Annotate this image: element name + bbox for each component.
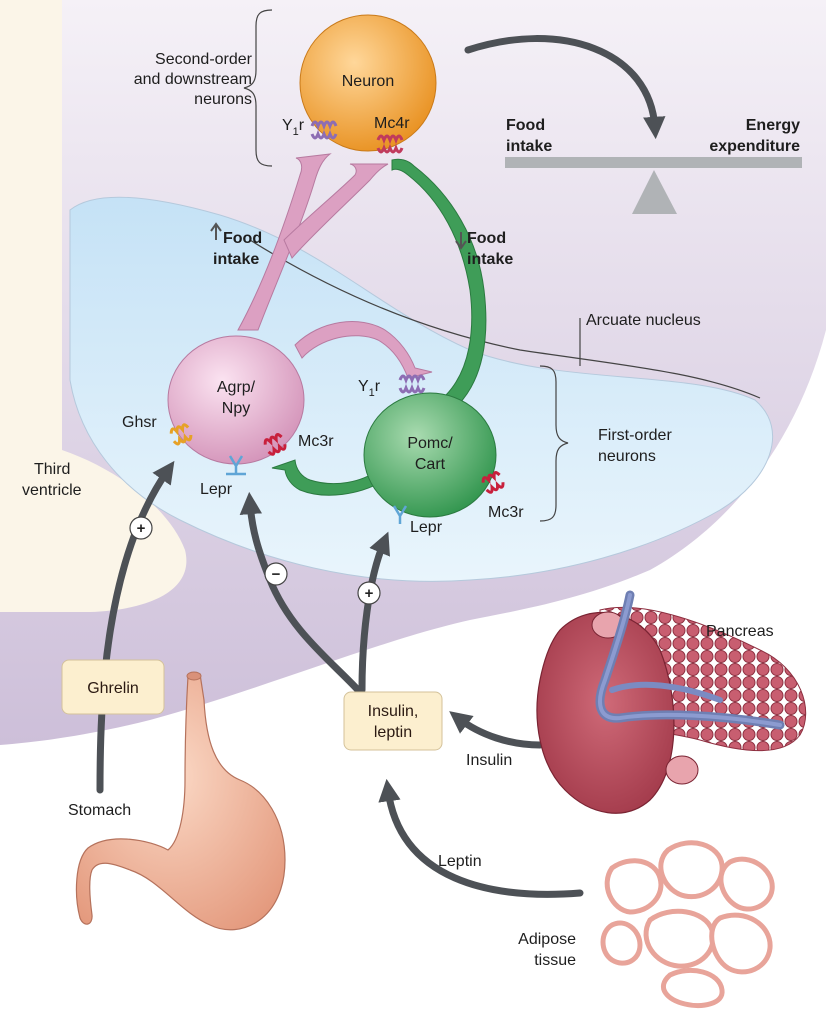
sign-plus-lepr: + — [365, 585, 374, 602]
arrow-neuron-to-balance — [464, 35, 666, 140]
food-intake-down-line2: intake — [467, 251, 513, 268]
mc3r-agrp-label: Mc3r — [298, 433, 334, 450]
pomc-axon — [391, 158, 487, 406]
lepr-pomc-label: Lepr — [410, 519, 443, 536]
stomach-label: Stomach — [68, 802, 131, 819]
adipose-label-line2: tissue — [534, 952, 576, 969]
ghsr-label: Ghsr — [122, 414, 157, 431]
balance-energy-expenditure-line2: expenditure — [709, 138, 800, 155]
second-order-label-line1: Second-order — [155, 51, 253, 68]
food-intake-up-line2: intake — [213, 251, 259, 268]
balance-food-intake-line1: Food — [506, 117, 545, 134]
receptor-ghsr-icon — [169, 423, 193, 446]
arrow-to-lepr-agrp — [239, 491, 362, 694]
balance-energy-expenditure-line1: Energy — [746, 117, 800, 134]
food-intake-down-arrow-icon — [455, 232, 467, 250]
agrp-label-line1: Agrp/ — [217, 379, 256, 396]
lepr-agrp-label: Lepr — [200, 481, 233, 498]
brace-first-order — [539, 365, 569, 522]
first-order-label-line1: First-order — [598, 427, 672, 444]
sign-plus-lepr-circle — [357, 581, 381, 605]
agrp-axon-branch — [283, 163, 389, 259]
arrow-insulin — [449, 711, 544, 749]
third-ventricle-label-line2: ventricle — [22, 482, 82, 499]
neuron-top-label: Neuron — [342, 73, 394, 90]
arrow-to-lepr-pomc — [358, 531, 390, 694]
agrp-label-line2: Npy — [222, 400, 250, 417]
second-order-label-line2: and downstream — [134, 71, 252, 88]
second-order-label-line3: neurons — [194, 91, 252, 108]
pancreas-label: Pancreas — [706, 623, 774, 640]
insulin-leptin-box — [343, 691, 443, 751]
leptin-label: Leptin — [438, 853, 482, 870]
arcuate-label: Arcuate nucleus — [586, 312, 701, 329]
agrp-axon — [237, 153, 332, 331]
food-intake-up-line1: Food — [223, 230, 262, 247]
receptor-lepr-pomc-icon — [392, 505, 408, 524]
food-intake-up-arrow-icon — [210, 222, 222, 240]
pomc-label-line2: Cart — [415, 456, 446, 473]
receptor-mc4r-icon — [376, 134, 404, 154]
y1r-top-label: Y1r — [282, 117, 305, 138]
insulin-leptin-label-line1: Insulin, — [368, 703, 419, 720]
neuron-pomc-cart — [363, 392, 497, 518]
food-intake-down-line1: Food — [467, 230, 506, 247]
receptor-y1r-top-icon — [310, 120, 338, 140]
sign-minus-lepr: − — [272, 566, 281, 583]
third-ventricle-label-line1: Third — [34, 461, 70, 478]
adipose-tissue-icon — [600, 840, 775, 1008]
mc3r-pomc-label: Mc3r — [488, 504, 524, 521]
neuron-second-order — [299, 14, 437, 152]
agrp-to-pomc-axon — [294, 321, 433, 379]
receptor-mc3r-pomc-icon — [481, 471, 505, 494]
arrow-leptin — [378, 778, 584, 898]
receptor-mc3r-agrp-icon — [263, 433, 287, 456]
balance-food-intake-line2: intake — [506, 138, 552, 155]
receptor-lepr-agrp-icon — [226, 455, 246, 476]
arrow-ghrelin-to-ghsr — [96, 460, 175, 794]
ghrelin-label: Ghrelin — [87, 680, 139, 697]
pancreas-icon — [536, 590, 807, 814]
stomach-icon — [75, 671, 286, 931]
receptor-y1r-pomc-icon — [398, 374, 426, 394]
brace-second-order — [243, 9, 273, 167]
pomc-label-line1: Pomc/ — [407, 435, 453, 452]
third-ventricle — [0, 0, 187, 612]
mc4r-label: Mc4r — [374, 115, 410, 132]
ghrelin-box — [61, 659, 165, 715]
sign-plus-ghrelin: + — [137, 520, 146, 537]
first-order-label-line2: neurons — [598, 448, 656, 465]
sign-plus-ghrelin-circle — [129, 516, 153, 540]
insulin-leptin-label-line2: leptin — [374, 724, 412, 741]
adipose-label-line1: Adipose — [518, 931, 576, 948]
balance-beam — [505, 157, 802, 168]
insulin-label: Insulin — [466, 752, 512, 769]
sign-minus-lepr-circle — [264, 562, 288, 586]
pomc-to-agrp-axon — [271, 459, 386, 496]
balance-fulcrum — [632, 170, 677, 214]
y1r-pomc-label: Y1r — [358, 378, 381, 399]
